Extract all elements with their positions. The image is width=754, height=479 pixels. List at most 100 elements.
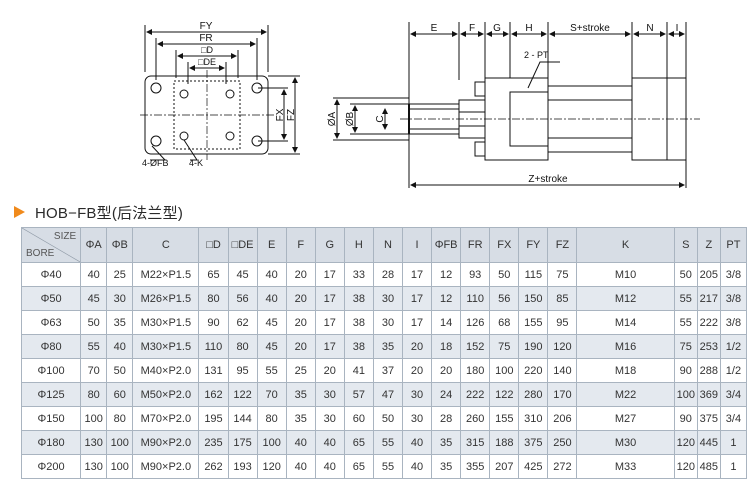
table-cell: 180 [460, 358, 491, 383]
table-cell: 3/8 [719, 310, 748, 335]
table-cell: 70 [256, 382, 287, 407]
table-cell: 195 [198, 406, 229, 431]
table-cell: 30 [401, 406, 433, 431]
table-cell: 35 [431, 454, 462, 479]
table-cell: 35 [106, 310, 134, 335]
table-cell: M90×P2.0 [132, 454, 200, 479]
table-cell: 93 [460, 262, 491, 287]
table-cell: M10 [576, 262, 675, 287]
column-header: K [576, 227, 675, 263]
table-cell: 50 [489, 262, 520, 287]
table-cell: M30 [576, 430, 675, 455]
bore-cell: Φ100 [20, 358, 82, 383]
table-cell: 120 [673, 430, 698, 455]
table-cell: 30 [372, 286, 404, 311]
table-cell: 40 [106, 334, 134, 359]
table-cell: 30 [314, 382, 345, 407]
table-cell: 55 [256, 358, 287, 383]
table-cell: 375 [518, 430, 549, 455]
table-cell: 170 [547, 382, 578, 407]
table-cell: 3/8 [719, 286, 748, 311]
table-cell: 12 [431, 262, 462, 287]
table-cell: M70×P2.0 [132, 406, 200, 431]
column-header: C [132, 227, 200, 263]
table-cell: 110 [460, 286, 491, 311]
dim-fz: FZ [286, 109, 297, 121]
table-cell: 122 [227, 382, 258, 407]
dim-h: H [525, 23, 532, 34]
table-cell: 188 [489, 430, 520, 455]
table-cell: 55 [80, 334, 108, 359]
table-cell: 140 [547, 358, 578, 383]
table-cell: 60 [106, 382, 134, 407]
table-cell: 1 [719, 454, 748, 479]
table-cell: 144 [227, 406, 258, 431]
bore-cell: Φ63 [20, 310, 82, 335]
section-heading: HOB−FB型(后法兰型) [14, 201, 183, 223]
table-cell: 369 [696, 382, 721, 407]
column-header: FZ [547, 227, 578, 263]
table-cell: 40 [314, 430, 345, 455]
table-cell: 130 [80, 430, 108, 455]
column-header: FY [518, 227, 549, 263]
table-cell: M30×P1.5 [132, 310, 200, 335]
table-cell: 375 [696, 406, 721, 431]
bore-cell: Φ200 [20, 454, 82, 479]
table-cell: 20 [285, 310, 316, 335]
column-header: PT [719, 227, 748, 263]
table-cell: 20 [314, 358, 345, 383]
table-cell: 90 [673, 406, 698, 431]
bore-cell: Φ125 [20, 382, 82, 407]
dim-c: C [375, 115, 386, 122]
table-cell: M27 [576, 406, 675, 431]
table-cell: 17 [401, 262, 433, 287]
table-cell: 217 [696, 286, 721, 311]
table-cell: 17 [401, 286, 433, 311]
table-cell: 50 [80, 310, 108, 335]
column-header: □D [198, 227, 229, 263]
table-cell: 45 [80, 286, 108, 311]
dim-i: I [676, 23, 679, 34]
table-cell: 75 [673, 334, 698, 359]
side-view [333, 22, 700, 188]
table-cell: M18 [576, 358, 675, 383]
port-label: 2 - PT [524, 50, 549, 60]
table-cell: 45 [227, 262, 258, 287]
table-header-row: SIZE BORE ΦA ΦB C □D □DE E F G H N I ΦFB… [20, 227, 748, 263]
table-cell: 85 [547, 286, 578, 311]
technical-drawings: FY FR □D □DE FX FZ 4-ØFB 4-K [140, 21, 700, 188]
bore-cell: Φ40 [20, 262, 82, 287]
table-cell: 40 [401, 454, 433, 479]
table-cell: 33 [343, 262, 374, 287]
table-cell: 40 [256, 262, 287, 287]
table-cell: 28 [431, 406, 462, 431]
dim-z-stroke: Z+stroke [528, 174, 568, 185]
table-cell: 20 [285, 334, 316, 359]
table-cell: 30 [401, 382, 433, 407]
table-cell: 155 [518, 310, 549, 335]
table-cell: 40 [256, 286, 287, 311]
table-cell: M16 [576, 334, 675, 359]
table-cell: 75 [547, 262, 578, 287]
table-cell: M40×P2.0 [132, 358, 200, 383]
table-cell: 485 [696, 454, 721, 479]
dim-n: N [646, 23, 653, 34]
table-cell: 40 [80, 262, 108, 287]
table-cell: 122 [489, 382, 520, 407]
arrow-icon [14, 206, 25, 218]
table-cell: 310 [518, 406, 549, 431]
table-cell: M50×P2.0 [132, 382, 200, 407]
table-cell: 126 [460, 310, 491, 335]
bore-cell: Φ80 [20, 334, 82, 359]
table-cell: 100 [106, 454, 134, 479]
table-cell: 62 [227, 310, 258, 335]
column-header: Z [696, 227, 721, 263]
table-cell: 110 [198, 334, 229, 359]
table-cell: 56 [227, 286, 258, 311]
callout-k: 4-K [189, 158, 203, 168]
table-cell: 425 [518, 454, 549, 479]
dimension-table: SIZE BORE ΦA ΦB C □D □DE E F G H N I ΦFB… [20, 227, 748, 479]
column-header: ΦFB [431, 227, 462, 263]
